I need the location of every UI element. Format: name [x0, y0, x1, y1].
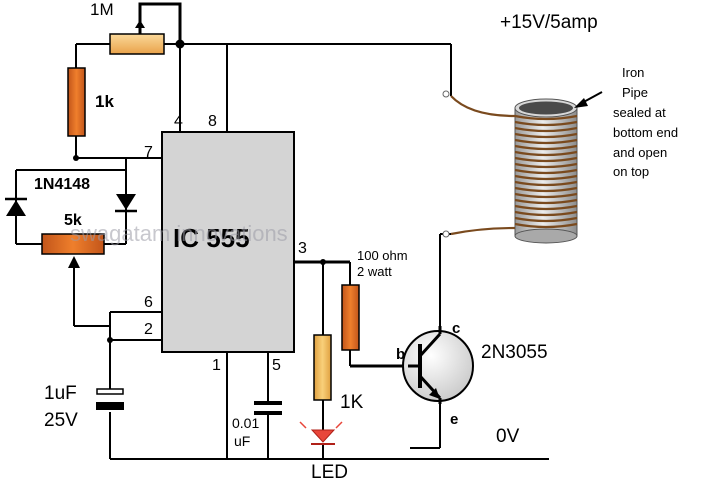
coil-turn: [514, 156, 578, 163]
cap-1uf-voltage: 25V: [44, 410, 78, 431]
coil-turn: [514, 180, 578, 187]
cap-001-unit: uF: [234, 433, 250, 449]
coil-pipe: [442, 90, 578, 244]
coil-turn: [514, 204, 578, 211]
transistor-pin-c: c: [452, 320, 460, 337]
diode-left: [5, 197, 27, 216]
pot-1m: [109, 33, 165, 55]
coil-turn: [514, 216, 578, 223]
transistor-label: 2N3055: [481, 342, 548, 363]
junctions: [73, 39, 326, 343]
ic-555-body: [161, 131, 295, 353]
supply-label: +15V/5amp: [500, 12, 598, 33]
transistor-2n3055: [402, 326, 474, 404]
coil-note-line-2: Pipe: [622, 85, 648, 100]
coil-turn: [514, 120, 578, 127]
pot-5k-arrow: [68, 256, 80, 268]
pin-6-label: 6: [144, 294, 153, 311]
coil-turn: [514, 168, 578, 175]
resistor-1k-led: [313, 334, 332, 401]
pin-1-label: 1: [212, 357, 221, 374]
coil-turn: [514, 210, 578, 217]
pin-8-label: 8: [208, 113, 217, 130]
transistor-pin-b: b: [396, 346, 405, 363]
coil-turn: [514, 126, 578, 133]
coil-turn: [514, 150, 578, 157]
coil-turn: [514, 174, 578, 181]
coil-turn: [514, 192, 578, 199]
pin-5-label: 5: [272, 357, 281, 374]
led: [299, 421, 343, 445]
coil-turn: [514, 198, 578, 205]
pot-1m-arrow: [135, 20, 145, 28]
coil-turn: [514, 144, 578, 151]
pin-7-label: 7: [144, 144, 153, 161]
coil-note-arrowhead: [574, 98, 588, 108]
pot-5k: [41, 233, 105, 255]
watermark: swagatam innovations: [70, 221, 288, 246]
cap-1uf-plate-minus: [96, 402, 124, 410]
coil-note-line-5: and open: [613, 145, 667, 160]
coil-turn: [514, 132, 578, 139]
diode-right: [115, 194, 137, 213]
ic-pin-labels: 4 8 7 6 2 1 5 3: [144, 113, 307, 374]
diodes-label: 1N4148: [34, 176, 90, 193]
ic-555-label: IC 555: [173, 223, 250, 253]
coil-turn: [514, 222, 578, 229]
ground-label: 0V: [496, 426, 520, 447]
resistor-1k-led-label: 1K: [340, 392, 364, 413]
pin-3-label: 3: [298, 240, 307, 257]
coil-note-line-6: on top: [613, 164, 649, 179]
led-label: LED: [311, 462, 348, 481]
coil-turn: [514, 162, 578, 169]
coil-turn: [514, 186, 578, 193]
transistor-pin-e: e: [450, 411, 458, 428]
coil-note: Iron Pipe sealed at bottom end and open …: [613, 65, 678, 179]
pin-2-label: 2: [144, 321, 153, 338]
coil-turn: [514, 138, 578, 145]
resistor-1k-top-label: 1k: [95, 92, 114, 111]
cap-1uf-plate-plus: [96, 388, 124, 395]
coil-turn: [514, 114, 578, 121]
coil-note-line-3: sealed at: [613, 105, 666, 120]
resistor-100ohm-power: 2 watt: [357, 264, 392, 279]
cap-001-value: 0.01: [232, 415, 259, 431]
coil-note-line-1: Iron: [622, 65, 644, 80]
coil-note-line-4: bottom end: [613, 125, 678, 140]
resistor-1k-top: [67, 67, 86, 137]
pot-5k-label: 5k: [64, 212, 82, 229]
cap-1uf-value: 1uF: [44, 383, 77, 404]
resistor-100ohm: [341, 284, 360, 351]
pin-4-label: 4: [174, 113, 183, 130]
resistor-100ohm-value: 100 ohm: [357, 248, 408, 263]
pot-1m-label: 1M: [90, 0, 114, 19]
